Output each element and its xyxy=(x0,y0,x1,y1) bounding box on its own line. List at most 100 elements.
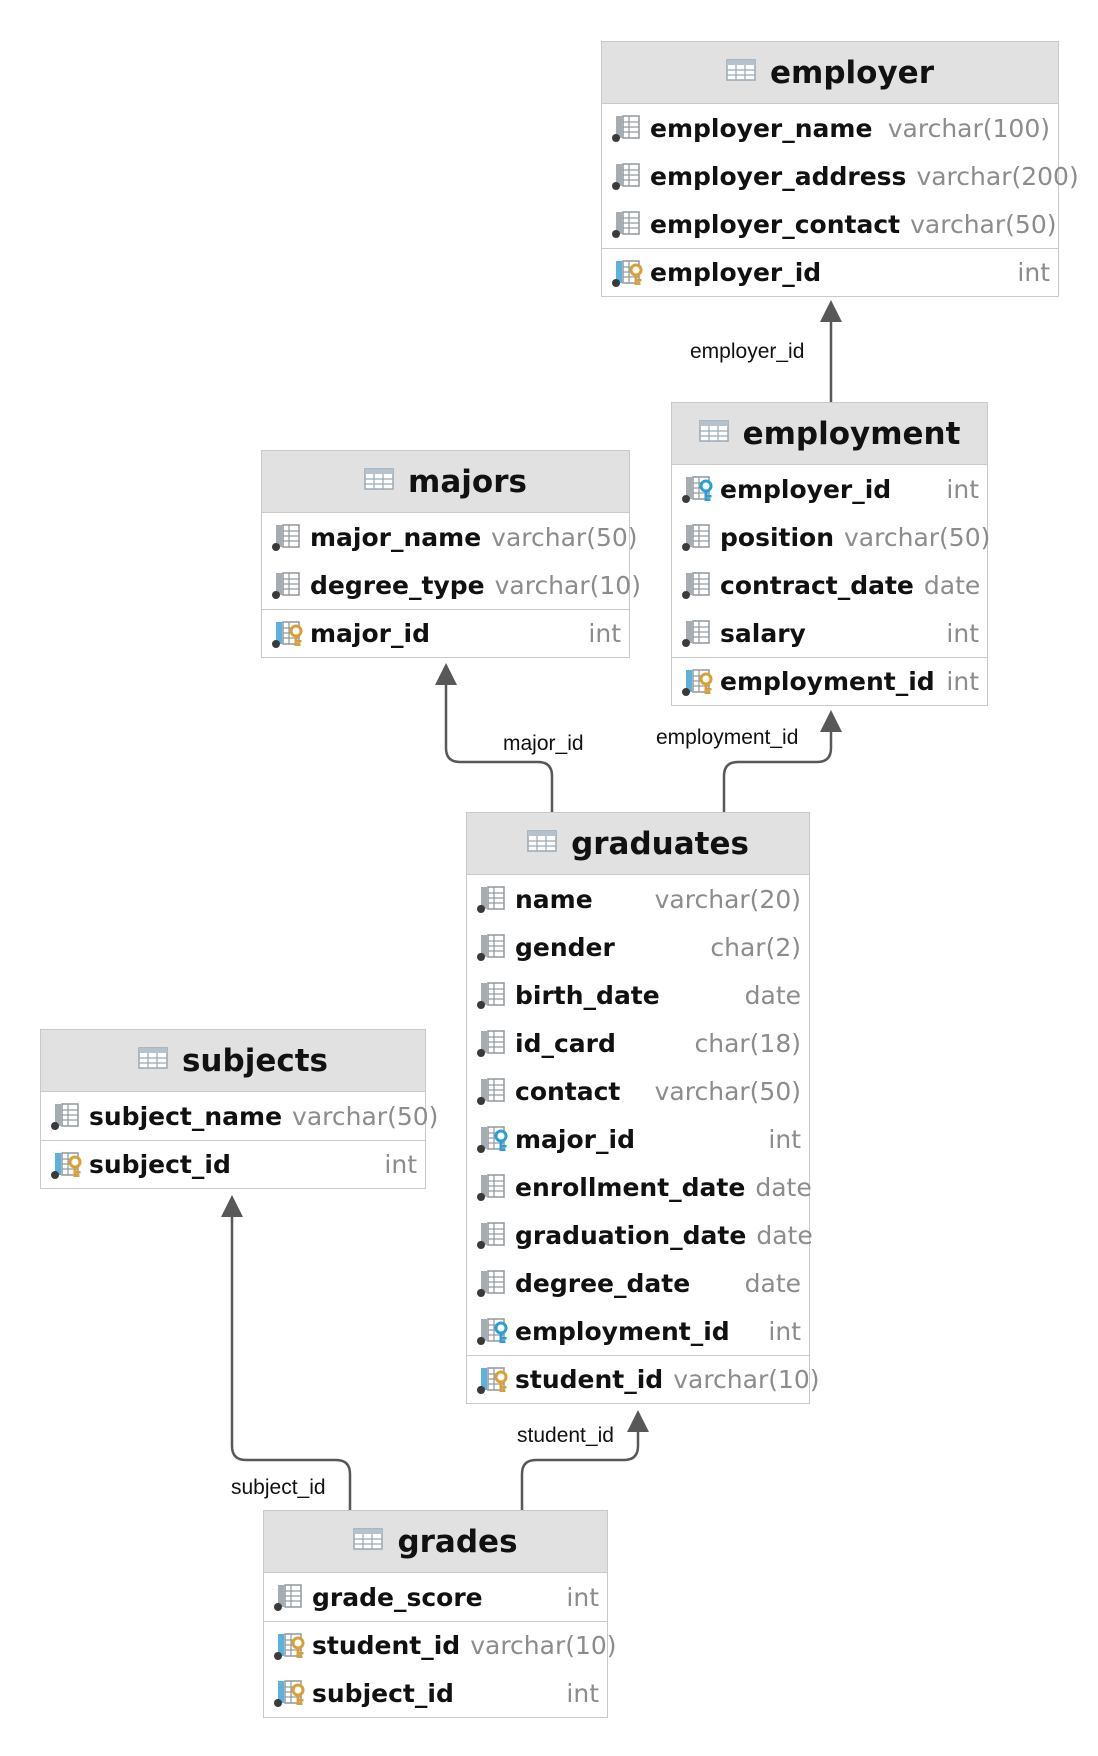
column-type: int xyxy=(588,619,621,648)
column-type: int xyxy=(768,1316,801,1346)
column-icon xyxy=(477,932,509,962)
column-row-employer-contact[interactable]: employer_contact varchar(50) xyxy=(602,200,1058,248)
column-icon xyxy=(272,570,304,600)
column-icon xyxy=(272,522,304,552)
column-name: salary xyxy=(720,618,806,648)
table-title: graduates xyxy=(571,825,749,862)
column-row-employer-id[interactable]: employer_id int xyxy=(602,248,1058,296)
column-icon xyxy=(612,209,644,239)
column-type: varchar(50) xyxy=(910,209,1057,239)
column-type: char(18) xyxy=(694,1028,801,1058)
column-type: int xyxy=(384,1150,417,1179)
column-icon xyxy=(477,1172,509,1202)
link-label-employer-id: employer_id xyxy=(690,340,805,363)
column-icon xyxy=(682,570,714,600)
table-header[interactable]: subjects xyxy=(41,1030,425,1092)
column-name: contract_date xyxy=(720,570,914,600)
table-header[interactable]: majors xyxy=(262,451,629,513)
link-grades-graduates xyxy=(520,1427,640,1510)
column-name: subject_id xyxy=(312,1678,454,1708)
link-graduates-employment xyxy=(722,727,833,812)
column-icon xyxy=(51,1101,83,1131)
column-row-gender[interactable]: gender char(2) xyxy=(467,923,809,971)
column-row-subject-id[interactable]: subject_id int xyxy=(41,1140,425,1188)
table-icon xyxy=(726,58,756,87)
column-type: varchar(20) xyxy=(654,884,801,914)
column-name: employment_id xyxy=(515,1316,730,1346)
column-row-major-id[interactable]: major_id int xyxy=(467,1115,809,1163)
column-name: graduation_date xyxy=(515,1220,747,1250)
column-name: grade_score xyxy=(312,1582,483,1612)
column-type: int xyxy=(768,1124,801,1154)
column-row-enrollment-date[interactable]: enrollment_date date xyxy=(467,1163,812,1211)
column-type: int xyxy=(946,667,979,696)
table-icon xyxy=(138,1046,168,1075)
column-row-employment-id[interactable]: employment_id int xyxy=(467,1307,809,1355)
column-icon xyxy=(477,884,509,914)
primary-key-icon xyxy=(477,1365,509,1395)
column-type: date xyxy=(744,980,801,1010)
table-icon xyxy=(353,1527,384,1556)
column-icon xyxy=(682,522,714,552)
column-type: varchar(50) xyxy=(292,1101,439,1131)
column-type: date xyxy=(744,1268,801,1298)
table-header[interactable]: graduates xyxy=(467,813,809,875)
column-type: date xyxy=(755,1172,812,1202)
column-row-id-card[interactable]: id_card char(18) xyxy=(467,1019,809,1067)
column-icon xyxy=(477,1028,509,1058)
column-name: id_card xyxy=(515,1028,616,1058)
table-title: subjects xyxy=(181,1042,328,1079)
column-name: enrollment_date xyxy=(515,1172,746,1202)
link-grades-subjects xyxy=(230,1214,352,1510)
column-type: char(2) xyxy=(710,932,801,962)
column-icon xyxy=(612,161,644,191)
primary-foreign-key-icon xyxy=(274,1678,306,1708)
column-name: subject_id xyxy=(89,1150,231,1179)
link-graduates-majors xyxy=(444,682,554,812)
table-header[interactable]: employment xyxy=(672,403,987,465)
column-name: major_id xyxy=(515,1124,635,1154)
column-name: gender xyxy=(515,932,615,962)
arrow-head-majors xyxy=(435,663,457,685)
primary-key-icon xyxy=(272,619,304,649)
table-header[interactable]: employer xyxy=(602,42,1058,104)
table-header[interactable]: grades xyxy=(264,1511,607,1573)
column-name: employer_id xyxy=(650,258,822,287)
arrow-head-graduates xyxy=(627,1410,649,1432)
column-icon xyxy=(477,980,509,1010)
column-icon xyxy=(477,1268,509,1298)
column-name: employer_contact xyxy=(650,209,901,239)
column-type: int xyxy=(1017,258,1050,287)
column-type: varchar(50) xyxy=(491,522,638,552)
column-name: student_id xyxy=(515,1365,664,1394)
column-name: student_id xyxy=(312,1631,461,1660)
